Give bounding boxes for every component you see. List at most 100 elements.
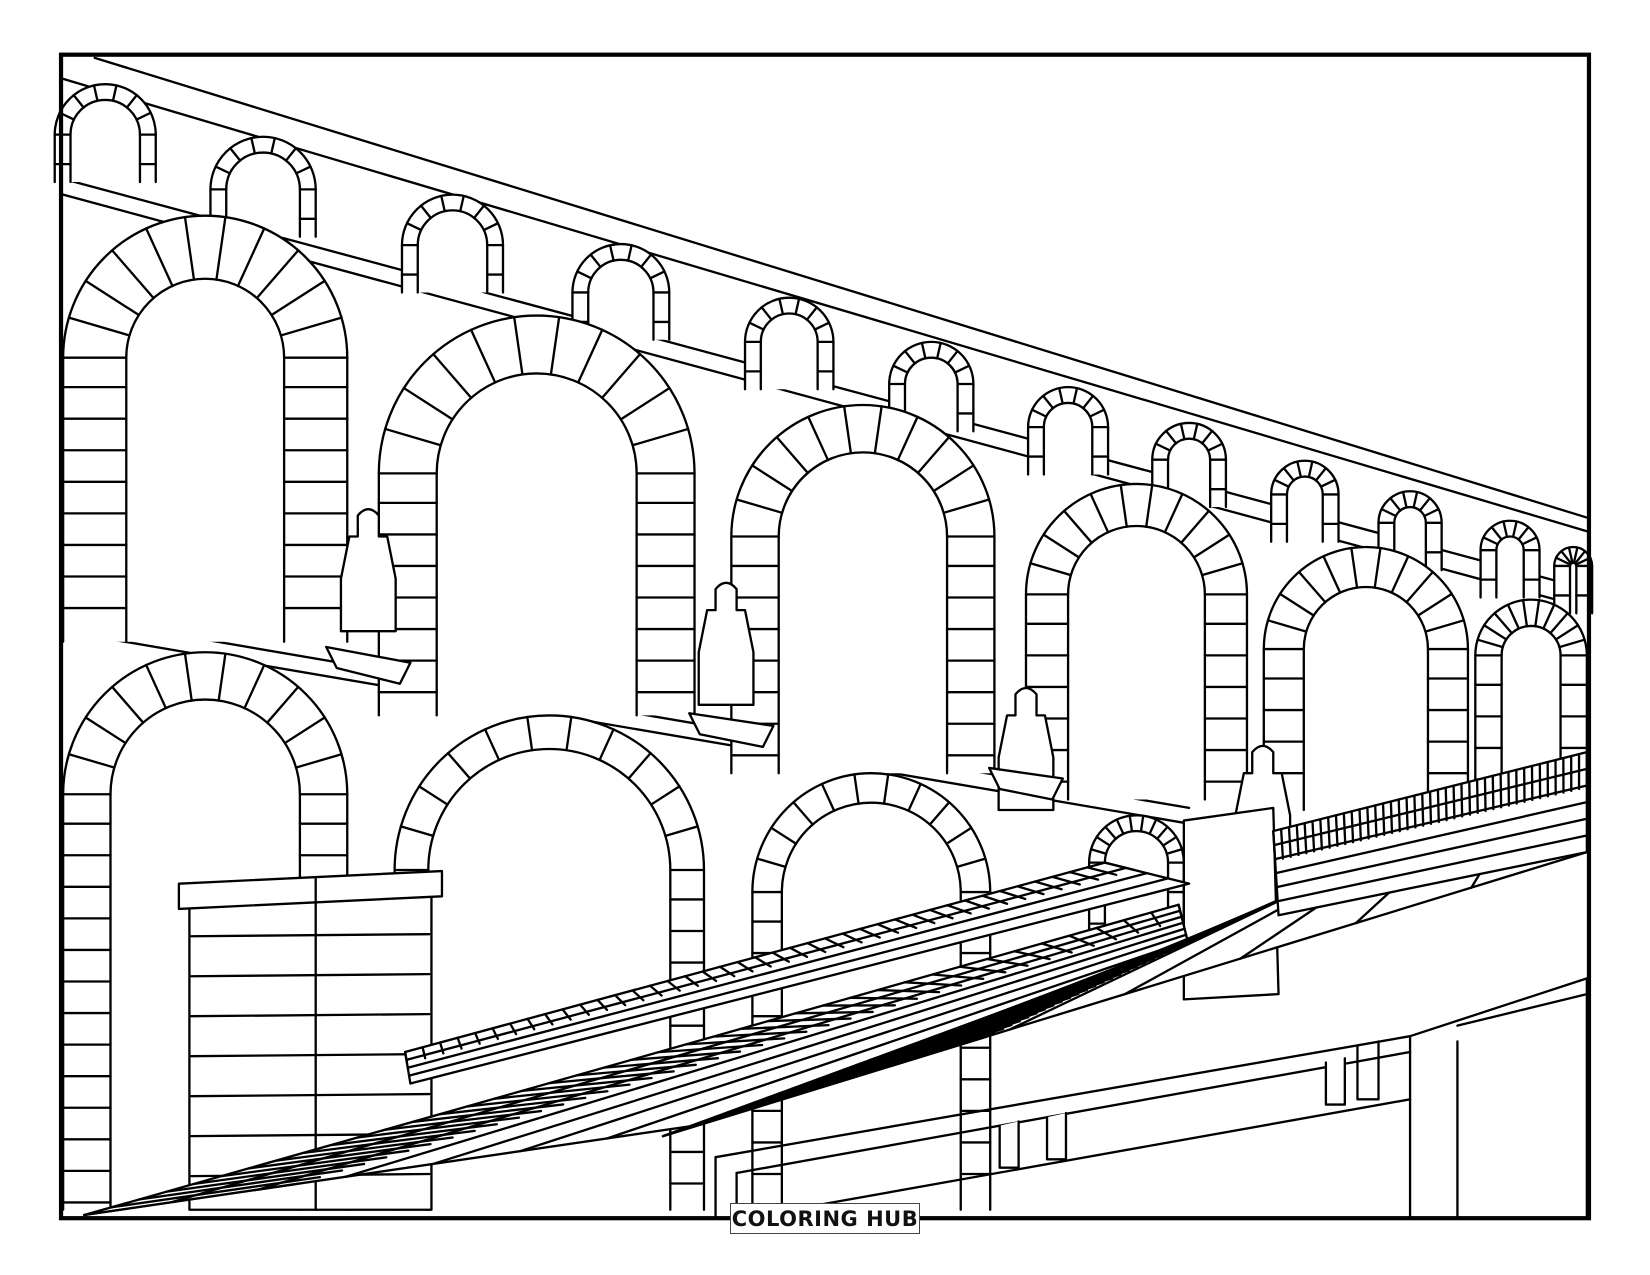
voussoir-joint [1192, 533, 1231, 559]
roof-tile-seam [736, 960, 754, 973]
voussoir-joint [748, 321, 765, 331]
voussoir-joint [1558, 638, 1586, 649]
roof-tile-seam [1491, 774, 1495, 811]
roof-tile-seam [701, 970, 718, 983]
voussoir-joint [1549, 612, 1569, 635]
voussoir-joint [1493, 612, 1513, 635]
stone-course [190, 1092, 431, 1098]
roof-tile-seam [1068, 870, 1100, 881]
voussoir-joint [1072, 386, 1079, 405]
voussoir-joint [1089, 492, 1110, 534]
voussoir-joint [1165, 848, 1184, 855]
roof-tile-seam [985, 957, 1029, 967]
voussoir-joint [67, 316, 131, 337]
roof-tile-seam [301, 1129, 476, 1155]
roof-tile-row [606, 939, 1189, 1140]
roof-tile-seam [1475, 778, 1479, 814]
roof-tile-seam [1287, 825, 1292, 859]
voussoir-joint [1266, 619, 1308, 633]
voussoir-joint [1278, 592, 1315, 617]
roof-tile-seam [1272, 829, 1277, 862]
small-upper-arch [571, 242, 671, 341]
voussoir-joint [1104, 825, 1117, 840]
downspout [1356, 1040, 1380, 1101]
voussoir-joint [1314, 466, 1327, 482]
house-trim [1456, 992, 1589, 1027]
roof-tile-seam [1381, 802, 1386, 836]
roof-tile-seam [648, 984, 663, 997]
voussoir-joint [853, 773, 860, 805]
roof-tile-seam [602, 1057, 720, 1069]
roof-tile-seam [1358, 808, 1363, 842]
roof-tile-seam [794, 1010, 874, 1015]
small-upper-arch [888, 340, 975, 433]
voussoir-joint [111, 84, 118, 102]
voussoir-joint [751, 464, 794, 493]
small-upper-arch [1270, 459, 1340, 543]
voussoir-joint [84, 279, 140, 317]
voussoir-joint [1534, 599, 1541, 628]
voussoir-joint [1389, 497, 1402, 512]
roof-tile-seam [657, 1043, 764, 1054]
voussoir-joint [631, 427, 690, 447]
roof-tile-seam [1051, 875, 1081, 886]
pier-cap-block [688, 712, 775, 749]
voussoir-joint [419, 204, 432, 220]
voussoir-joint [1192, 422, 1199, 441]
roof-tile-seam [438, 1096, 587, 1116]
voussoir-joint [1573, 550, 1587, 565]
voussoir-joint [217, 652, 227, 702]
lower-tier-arch-opening [780, 801, 962, 1211]
voussoir-joint [1206, 442, 1224, 452]
roof-tile-seam [1279, 827, 1285, 860]
voussoir-joint [236, 227, 266, 288]
voussoir-joint [135, 111, 152, 121]
voussoir-joint [1062, 509, 1093, 544]
voussoir-joint [1082, 394, 1095, 410]
voussoir-joint [72, 94, 85, 109]
roof-tile-seam [718, 965, 736, 978]
roof-tile-seam [403, 1050, 409, 1065]
voussoir-joint [1282, 466, 1295, 482]
voussoir-joint [1089, 848, 1108, 855]
voussoir-joint [843, 405, 853, 455]
voussoir-joint [1554, 624, 1580, 641]
voussoir-joint [619, 386, 671, 421]
roof-tile-seam [928, 908, 954, 920]
roof-tile-seam [963, 899, 991, 910]
voussoir-joint [250, 136, 257, 155]
voussoir-joint [67, 753, 116, 769]
roof-tile-row [1274, 800, 1589, 875]
roof-tile-seam [771, 951, 791, 963]
small-upper-arch-opening [1285, 475, 1324, 543]
voussoir-joint [735, 498, 784, 514]
small-upper-arch-opening [903, 356, 959, 433]
roof-tile-seam [1067, 934, 1095, 948]
voussoir-joint [1418, 497, 1431, 512]
lower-tier-arch-opening [1103, 829, 1170, 948]
voussoir-joint [266, 685, 300, 724]
voussoir-joint [1145, 483, 1154, 528]
voussoir-joint [565, 715, 573, 752]
roof-tile-seam [1177, 903, 1184, 921]
voussoir-joint [1296, 460, 1303, 479]
stone-course [190, 972, 431, 978]
voussoir-joint [820, 782, 836, 812]
roof-tile-seam [823, 937, 845, 949]
roof-tile-seam [893, 918, 918, 930]
small-upper-arch [400, 193, 505, 294]
voussoir-joint [1412, 490, 1419, 509]
pier-capital [177, 869, 444, 911]
voussoir-joint [284, 147, 298, 162]
voussoir-joint [399, 825, 435, 838]
stone-course [190, 933, 431, 938]
small-upper-arch [209, 135, 317, 238]
small-upper-arch-opening [69, 98, 142, 184]
voussoir-joint [440, 194, 446, 213]
roof-tile-seam [1122, 919, 1140, 934]
voussoir-joint [792, 801, 814, 826]
roof-tile-seam [958, 965, 1007, 974]
voussoir-joint [1373, 546, 1382, 589]
voussoir-joint [903, 349, 917, 365]
small-upper-arch [743, 296, 835, 391]
